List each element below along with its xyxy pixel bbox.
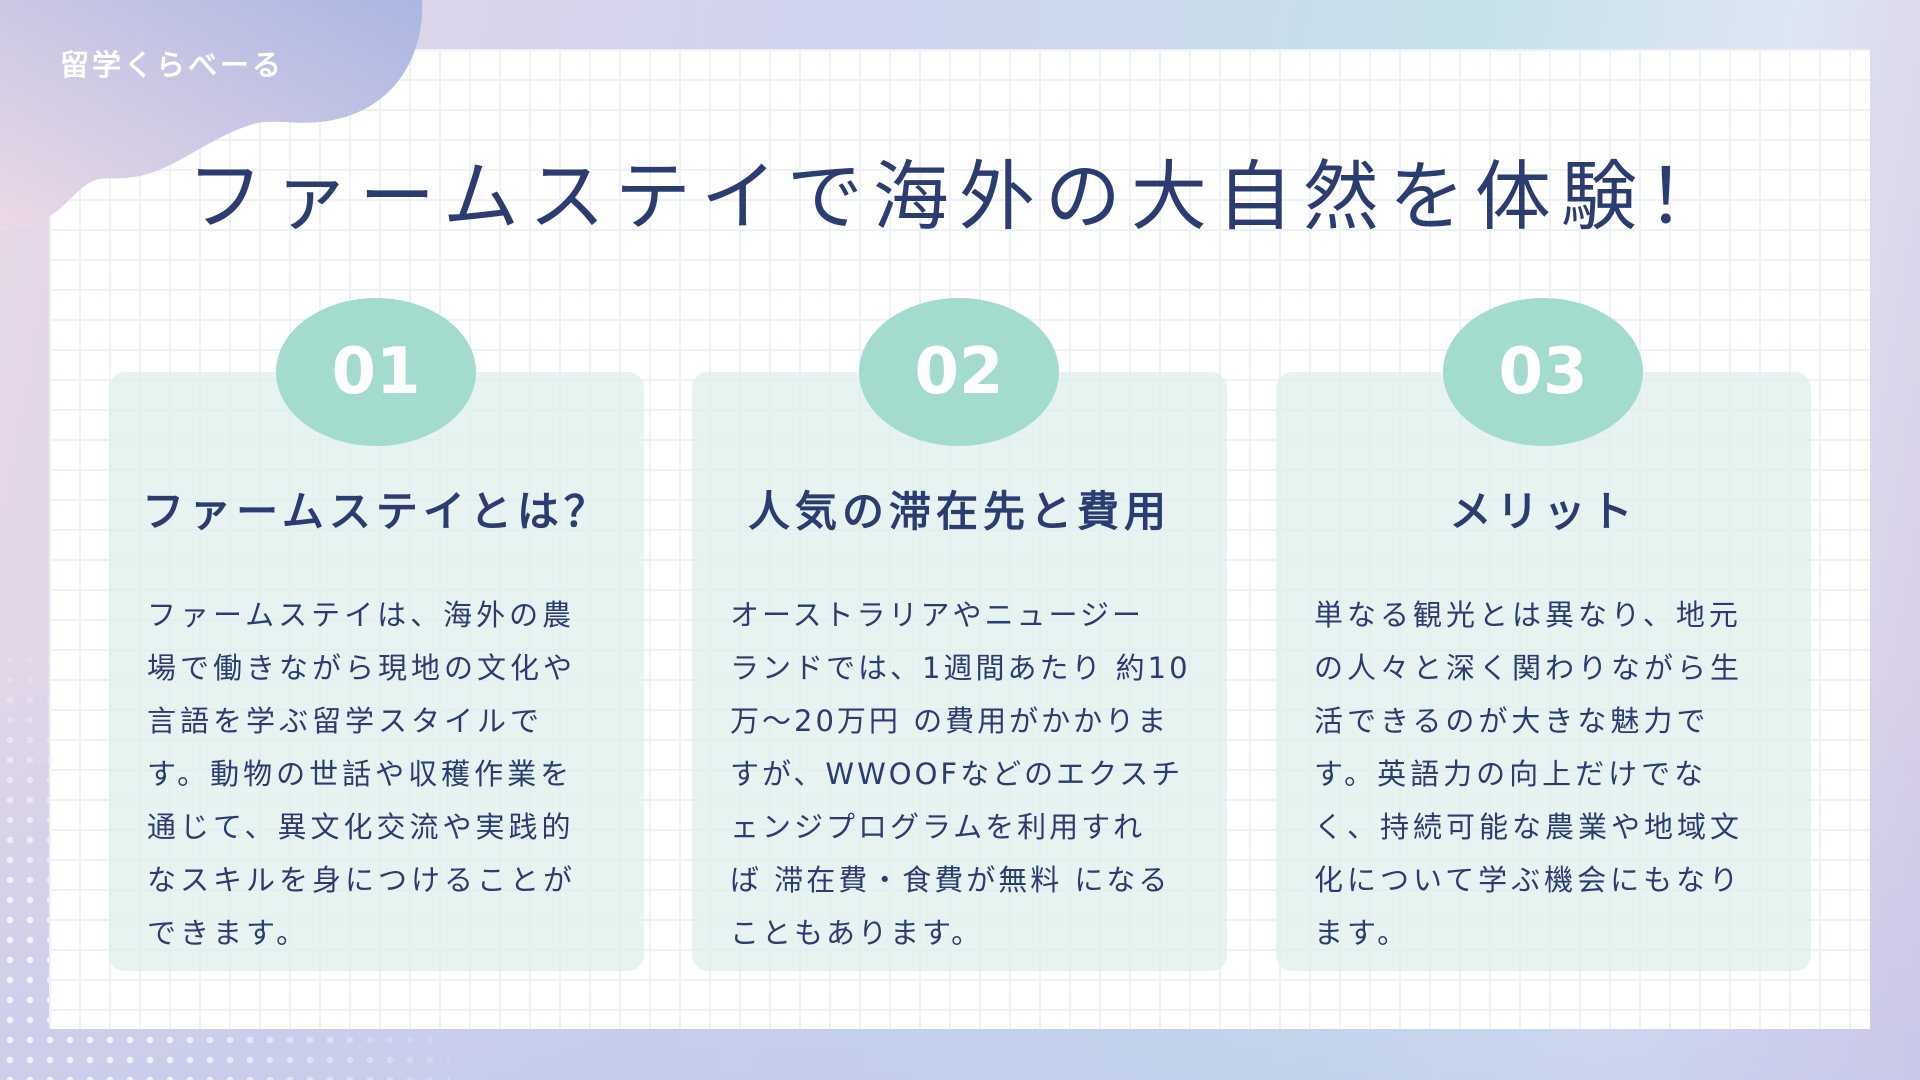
body-line: く、持続可能な農業や地域文 [1314,810,1744,844]
body-line: ば 滞在費・食費が無料 になる [730,863,1171,897]
body-line: ファームステイは、海外の農 [147,598,576,632]
body-line: 活できるのが大きな魅力で [1314,704,1710,738]
decorative-blob [0,0,423,230]
card-2 [692,372,1227,971]
card-body: オーストラリアやニュージー ランドでは、1週間あたり 約10 万〜20万円 の費… [692,589,1227,960]
body-line: す。英語力の向上だけでな [1314,757,1708,791]
body-line: ます。 [1314,916,1411,950]
body-line: なスキルを身につけることが [147,863,577,897]
card-body: ファームステイは、海外の農 場で働きながら現地の文化や 言語を学ぶ留学スタイルで… [109,589,644,960]
body-line: 化について学ぶ機会にもなり [1314,863,1743,897]
card-heading: ファームステイとは？ [142,487,611,536]
body-line: すが、WWOOFなどのエクスチ [730,757,1184,791]
body-line: ランドでは、1週間あたり 約10 [730,651,1191,685]
body-line: 万〜20万円 の費用がかかりま [730,704,1170,738]
card-heading: 人気の滞在先と費用 [747,487,1171,536]
body-line: こともあります。 [730,916,984,950]
card-number: 03 [1443,298,1643,446]
body-line: ェンジプログラムを利用すれ [730,810,1146,844]
body-line: オーストラリアやニュージー [730,598,1144,632]
card-1 [109,372,644,971]
body-line: 言語を学ぶ留学スタイルで [147,704,544,738]
card-number: 02 [859,298,1059,446]
body-line: の人々と深く関わりながら生 [1314,651,1744,685]
card-body: 単なる観光とは異なり、地元 の人々と深く関わりながら生 活できるのが大きな魅力で… [1276,589,1811,960]
body-line: 場で働きながら現地の文化や [147,651,577,685]
card-heading: メリット [1449,487,1638,536]
card-3 [1276,372,1811,971]
page-title: ファームステイで海外の大自然を体験！ [187,152,1733,241]
card-number: 01 [276,298,476,446]
body-line: す。動物の世話や収穫作業を [147,757,574,791]
body-line: 単なる観光とは異なり、地元 [1314,598,1742,632]
body-line: できます。 [147,916,310,950]
logo: 留学くらべーる [60,48,285,82]
body-line: 通じて、異文化交流や実践的 [147,810,575,844]
